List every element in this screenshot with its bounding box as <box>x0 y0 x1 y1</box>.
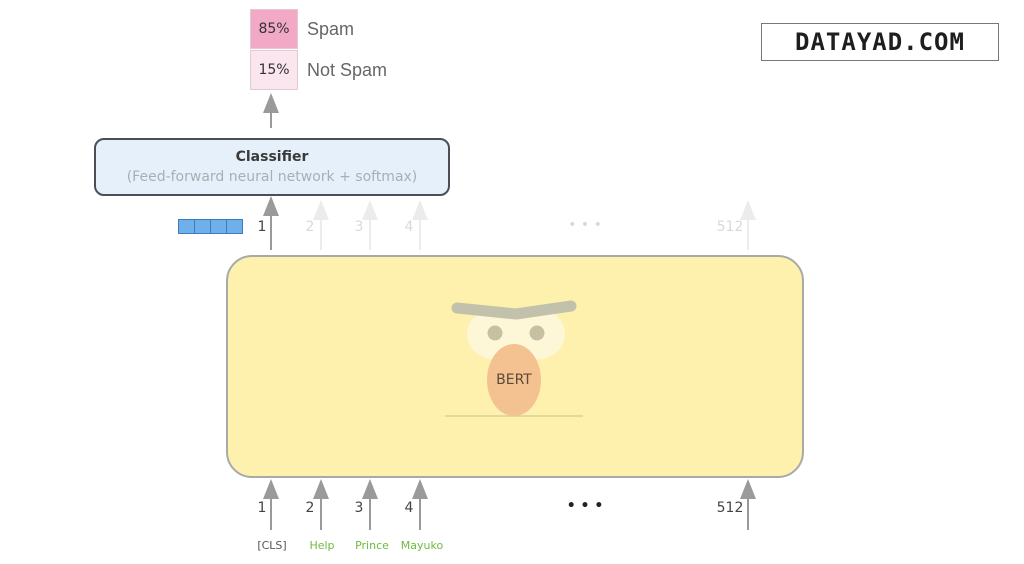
vector-cell <box>178 219 195 234</box>
vector-cell <box>226 219 243 234</box>
token-cls: [CLS] <box>257 539 287 552</box>
token-mayuko: Mayuko <box>400 539 444 552</box>
cls-output-vector <box>178 219 243 234</box>
bert-label: BERT <box>496 372 532 388</box>
output-index-1: 1 <box>257 219 267 235</box>
input-index-512: 512 <box>716 500 744 516</box>
token-help: Help <box>309 539 335 552</box>
vector-cell <box>210 219 227 234</box>
input-index-2: 2 <box>305 500 315 516</box>
nose <box>487 344 541 416</box>
classifier-box: Classifier (Feed-forward neural network … <box>94 138 450 196</box>
not-spam-label: Not Spam <box>307 60 388 80</box>
token-prince: Prince <box>355 539 389 552</box>
bert-face <box>445 300 583 417</box>
spam-label: Spam <box>307 19 355 39</box>
input-index-1: 1 <box>257 500 267 516</box>
eyebrow <box>451 300 577 320</box>
spam-probability-box: 85% <box>250 9 298 49</box>
not-spam-probability-box: 15% <box>250 50 298 90</box>
left-pupil <box>487 325 503 341</box>
output-index-512: 512 <box>716 219 744 235</box>
vector-cell <box>194 219 211 234</box>
output-index-3: 3 <box>354 219 364 235</box>
input-ellipsis: • • • <box>566 498 604 514</box>
classifier-subtitle: (Feed-forward neural network + softmax) <box>126 169 418 185</box>
output-index-2: 2 <box>305 219 315 235</box>
output-index-4: 4 <box>404 219 414 235</box>
input-index-4: 4 <box>404 500 414 516</box>
output-ellipsis: • • • <box>568 217 602 233</box>
input-index-3: 3 <box>354 500 364 516</box>
classifier-title: Classifier <box>235 149 309 165</box>
datayad-logo: DATAYAD.COM <box>761 23 999 61</box>
right-pupil <box>529 325 545 341</box>
